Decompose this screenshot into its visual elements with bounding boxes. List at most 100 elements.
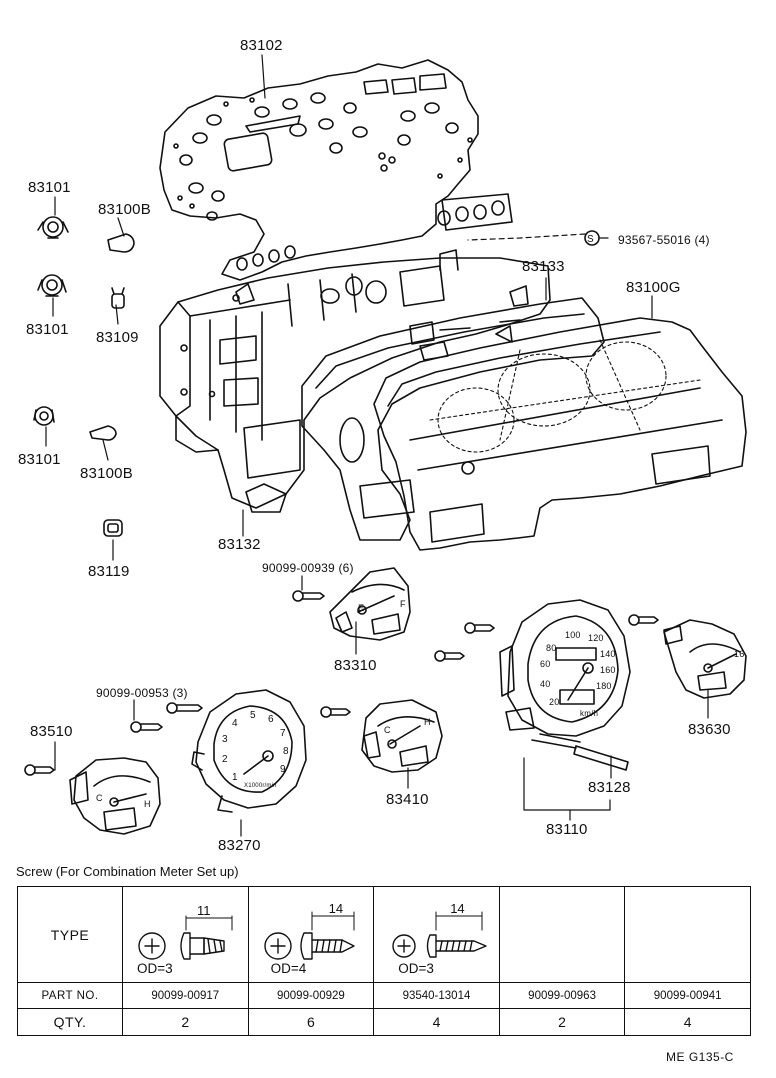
gauge-510-mark-c: C [96,793,103,803]
length-3: 14 [450,901,465,916]
leader-lines [45,54,709,837]
bulb-83119 [103,519,123,537]
label-93567-55016: 93567-55016 (4) [618,233,710,247]
tacho-tick-9: 9 [280,764,286,775]
gauge-630-mark: 16 [734,649,745,659]
gauge-83630 [663,619,747,699]
header-type: TYPE [17,886,123,983]
temperature-gauge-83410 [361,699,443,773]
speedo-tick-20: 20 [549,697,560,707]
tacho-tick-7: 7 [280,728,286,739]
type-cell-5 [624,886,751,983]
qty-2: 6 [247,1008,375,1036]
label-83101-mid: 83101 [26,321,69,338]
temp-mark-c: C [384,725,391,735]
label-83133: 83133 [522,258,565,275]
type-cell-2: 14 OD=4 [247,886,375,983]
speedo-tick-160: 160 [600,665,616,675]
meter-lens-83100G [373,317,747,551]
label-83101-top: 83101 [28,179,71,196]
label-83410: 83410 [386,791,429,808]
tacho-tick-8: 8 [283,746,289,757]
speedo-tick-140: 140 [600,649,616,659]
length-1: 11 [197,903,211,918]
tacho-tick-5: 5 [250,710,256,721]
od-2: OD=4 [270,961,307,976]
screw-table: TYPE 11 OD=3 14 OD=4 14 OD=3 PART NO. 90… [17,886,751,1036]
bulb-83100B-low [89,425,117,441]
figure-code: ME G135-C [666,1050,734,1064]
label-83110: 83110 [546,821,588,838]
label-83102: 83102 [240,37,283,54]
od-3: OD=3 [398,961,434,976]
label-83310: 83310 [334,657,377,674]
fuel-gauge-83310 [329,567,411,641]
tacho-unit: X1000r/min [244,783,277,789]
part-no-5: 90099-00941 [624,982,751,1009]
label-83128: 83128 [588,779,631,796]
part-no-3: 93540-13014 [373,982,500,1009]
bulb-socket-83101-top [37,216,69,239]
label-83510: 83510 [30,723,73,740]
label-83119: 83119 [88,563,130,580]
bulb-socket-83101-low [33,406,55,426]
label-83100B-top: 83100B [98,201,151,218]
gauge-83510 [69,757,161,835]
table-row-part-no: PART NO. 90099-00917 90099-00929 93540-1… [17,982,751,1009]
qty-3: 4 [373,1008,500,1036]
temp-mark-h: H [424,717,431,727]
table-caption: Screw (For Combination Meter Set up) [16,864,239,879]
part-no-4: 90099-00963 [498,982,626,1009]
tachometer-83270 [191,689,307,813]
table-row-qty: QTY. 2 6 4 2 4 [17,1008,751,1036]
speedo-tick-120: 120 [588,633,604,643]
tacho-tick-6: 6 [268,714,274,725]
speedometer-cable-83128 [573,745,629,771]
label-90099-00953: 90099-00953 (3) [96,686,188,700]
tacho-tick-4: 4 [232,718,238,729]
label-83270: 83270 [218,837,261,854]
speedo-tick-40: 40 [540,679,551,689]
label-83630: 83630 [688,721,731,738]
meter-case-83132 [159,249,551,513]
type-cell-1: 11 OD=3 [122,886,249,983]
fuel-mark-e: E [358,603,365,613]
qty-4: 2 [498,1008,626,1036]
label-90099-00939: 90099-00939 (6) [262,561,354,575]
speedo-unit: km/h [580,709,599,718]
label-83100B-low: 83100B [80,465,133,482]
label-83109: 83109 [96,329,139,346]
screw-93567-55016 [584,230,600,246]
gauge-510-mark-h: H [144,799,151,809]
speedo-tick-100: 100 [565,630,581,640]
part-no-1: 90099-00917 [122,982,249,1009]
label-83101-low: 83101 [18,451,61,468]
length-2: 14 [328,901,344,916]
bulb-83100B-top [107,233,135,253]
qty-5: 4 [624,1008,751,1036]
speedo-tick-180: 180 [596,681,612,691]
type-cell-3: 14 OD=3 [373,886,500,983]
tacho-tick-1: 1 [232,772,238,783]
meter-cover-83133 [301,297,605,541]
speedo-tick-60: 60 [540,659,551,669]
tacho-tick-3: 3 [222,734,228,745]
label-83132: 83132 [218,536,261,553]
bulb-83109 [111,287,125,309]
header-part-no: PART NO. [17,982,123,1009]
speedo-tick-80: 80 [546,643,557,653]
part-no-2: 90099-00929 [247,982,375,1009]
od-1: OD=3 [137,961,173,976]
label-s-mark: S [587,234,594,245]
label-83100G: 83100G [626,279,681,296]
fuel-mark-f: F [400,599,406,609]
type-cell-4 [498,886,626,983]
header-qty: QTY. [17,1008,123,1036]
table-row-type: TYPE 11 OD=3 14 OD=4 14 OD=3 [17,886,751,983]
screws-scattered [24,590,659,776]
speedometer-83110 [499,599,631,749]
bulb-socket-83101-mid [37,274,67,297]
tacho-tick-2: 2 [222,754,228,765]
qty-1: 2 [122,1008,249,1036]
